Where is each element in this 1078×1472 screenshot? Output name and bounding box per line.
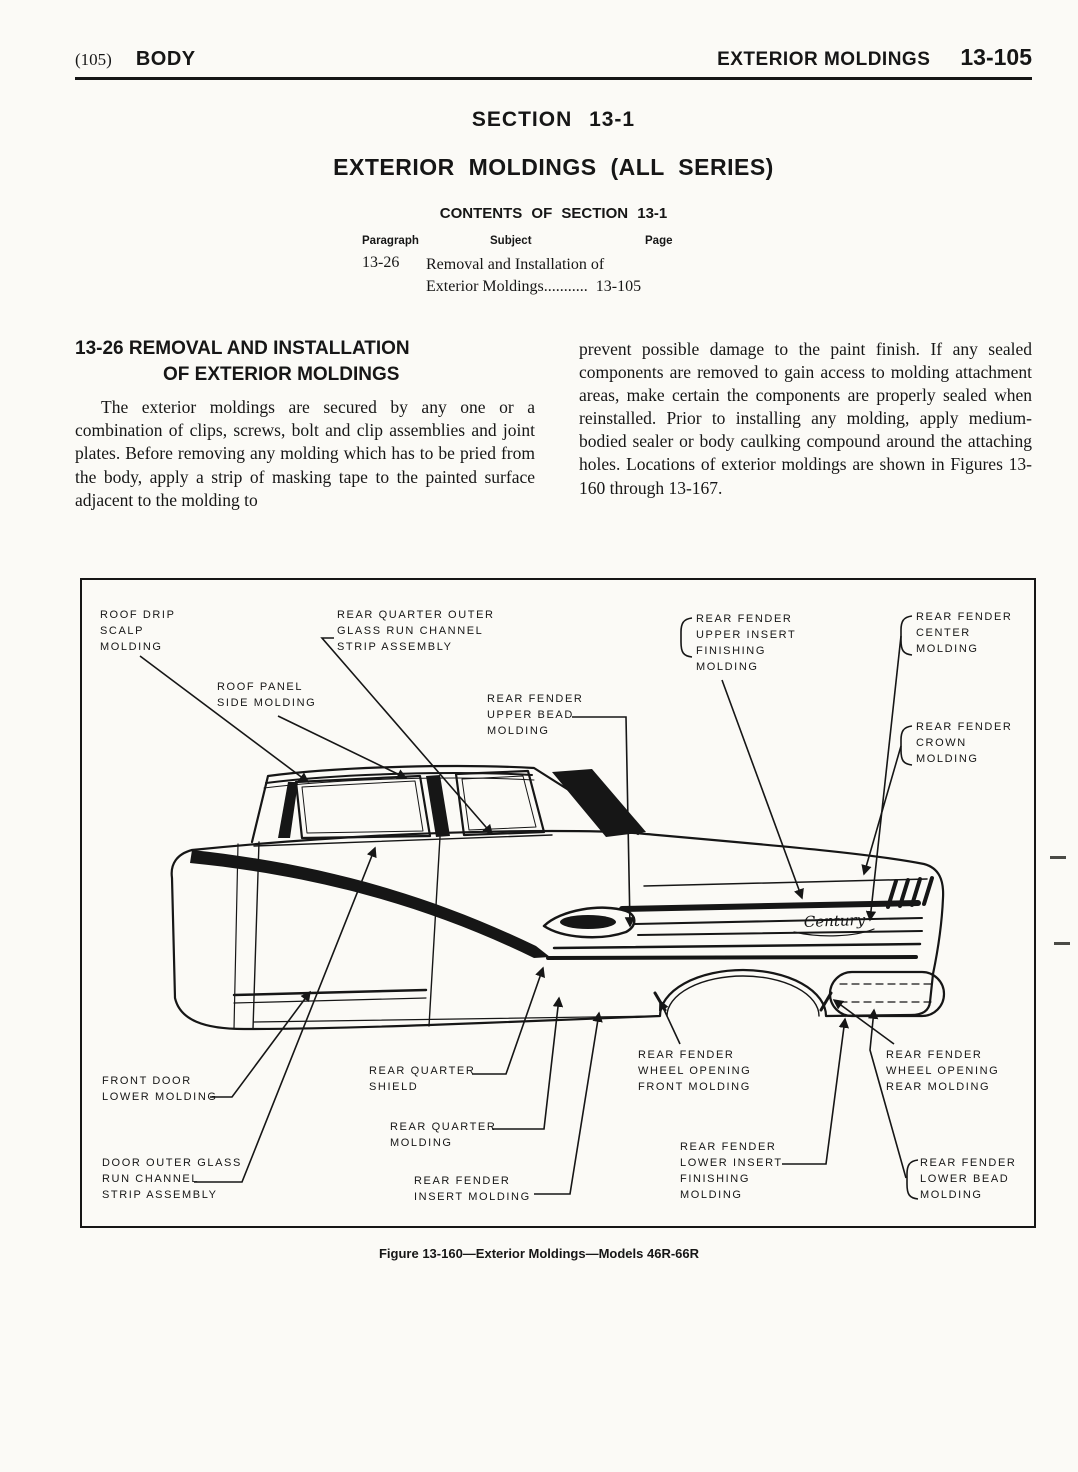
figure-illustration: Century bbox=[139, 615, 946, 1200]
label-front-door-lower-molding: FRONT DOOR LOWER MOLDING bbox=[102, 1075, 218, 1103]
contents-row-subject-line2: Exterior Moldings........... bbox=[426, 278, 588, 295]
label-rear-quarter-outer-glass-run-channel-strip-assembly: REAR QUARTER OUTER GLASS RUN CHANNEL STR… bbox=[337, 609, 495, 653]
contents-row: 13-26 Removal and Installation of Exteri… bbox=[362, 254, 1032, 298]
contents-heading: CONTENTS OF SECTION 13-1 bbox=[439, 205, 668, 222]
label-rear-fender-lower-bead-molding: REAR FENDER LOWER BEAD MOLDING bbox=[920, 1157, 1017, 1201]
page-number-left: (105) bbox=[75, 50, 112, 69]
contents-col-subject: Subject bbox=[490, 235, 532, 247]
contents-column-headers: Paragraph Subject Page bbox=[362, 235, 1032, 247]
leader-front-door-lower bbox=[210, 990, 311, 1098]
label-rear-fender-upper-insert-finishing-molding: REAR FENDER UPPER INSERT FINISHING MOLDI… bbox=[696, 613, 797, 673]
label-rear-fender-crown-molding: REAR FENDER CROWN MOLDING bbox=[916, 721, 1013, 765]
leader-roof-panel-side bbox=[277, 715, 408, 779]
article-heading-line2: OF EXTERIOR MOLDINGS bbox=[163, 363, 400, 385]
margin-tick bbox=[1054, 942, 1070, 945]
page-content: (105) BODY EXTERIOR MOLDINGS 13-105 SECT… bbox=[75, 44, 1032, 512]
leader-wheel-opening-rear bbox=[832, 999, 895, 1045]
header-right: EXTERIOR MOLDINGS 13-105 bbox=[717, 44, 1032, 71]
car-side-view: Century bbox=[170, 764, 946, 1031]
paragraph-right: prevent possible damage to the paint fin… bbox=[579, 339, 1032, 498]
rear-fender-hash-marks bbox=[886, 876, 934, 909]
b-pillar bbox=[426, 775, 450, 837]
section-title: SECTION 13-1 bbox=[471, 108, 636, 131]
front-door-lower-molding-line bbox=[232, 988, 428, 997]
label-rear-fender-wheel-opening-rear-molding: REAR FENDER WHEEL OPENING REAR MOLDING bbox=[886, 1049, 1000, 1093]
label-rear-fender-wheel-opening-front-molding: REAR FENDER WHEEL OPENING FRONT MOLDING bbox=[638, 1049, 752, 1093]
quarter-window bbox=[454, 769, 546, 837]
leader-lower-insert bbox=[782, 1017, 850, 1165]
article-heading: 13-26 REMOVAL AND INSTALLATION OF EXTERI… bbox=[75, 336, 535, 387]
label-rear-fender-center-molding: REAR FENDER CENTER MOLDING bbox=[916, 611, 1013, 655]
article-heading-line1: 13-26 REMOVAL AND INSTALLATION bbox=[75, 338, 410, 359]
leader-crown-molding bbox=[861, 745, 902, 876]
belt-molding-line bbox=[253, 834, 553, 847]
header-chapter-title: EXTERIOR MOLDINGS bbox=[717, 49, 931, 70]
contents-row-subject-line1: Removal and Installation of bbox=[426, 256, 605, 273]
article-columns: 13-26 REMOVAL AND INSTALLATION OF EXTERI… bbox=[75, 336, 1032, 512]
bracket-upper-insert bbox=[680, 617, 693, 658]
leader-insert-molding bbox=[534, 1011, 603, 1195]
upper-bead-molding bbox=[619, 900, 921, 912]
label-rear-quarter-shield: REAR QUARTER SHIELD bbox=[369, 1065, 476, 1093]
label-roof-panel-side-molding: ROOF PANEL SIDE MOLDING bbox=[217, 681, 317, 709]
header-left: (105) BODY bbox=[75, 48, 196, 71]
page-header: (105) BODY EXTERIOR MOLDINGS 13-105 bbox=[75, 44, 1032, 80]
bracket-center-molding bbox=[900, 615, 913, 656]
article-column-left: 13-26 REMOVAL AND INSTALLATION OF EXTERI… bbox=[75, 336, 535, 512]
c-pillar-band bbox=[552, 769, 646, 837]
leader-lines bbox=[139, 615, 919, 1200]
header-section-name: BODY bbox=[135, 48, 196, 70]
quarter-shield-bar bbox=[560, 915, 616, 929]
section-subtitle: EXTERIOR MOLDINGS (ALL SERIES) bbox=[333, 154, 774, 180]
leader-upper-insert bbox=[721, 679, 804, 900]
center-molding-line bbox=[633, 917, 923, 925]
contents-row-subject: Removal and Installation of Exterior Mol… bbox=[426, 254, 641, 298]
contents-col-paragraph: Paragraph bbox=[362, 235, 419, 247]
vent-window bbox=[278, 782, 298, 838]
car-roof-line bbox=[250, 764, 640, 844]
leader-roof-drip bbox=[139, 655, 310, 783]
upper-insert-molding bbox=[643, 878, 928, 887]
contents-table: Paragraph Subject Page 13-26 Removal and… bbox=[362, 235, 1032, 298]
leader-rear-quarter-molding bbox=[492, 996, 564, 1130]
sweep-spear-molding bbox=[190, 850, 550, 958]
bracket-crown-molding bbox=[900, 725, 913, 766]
label-rear-fender-insert-molding: REAR FENDER INSERT MOLDING bbox=[414, 1175, 531, 1203]
figure-caption: Figure 13-160—Exterior Moldings—Models 4… bbox=[378, 1246, 700, 1261]
leader-rear-quarter-shield bbox=[472, 966, 545, 1075]
leader-wheel-opening-front bbox=[659, 999, 681, 1045]
label-rear-fender-lower-insert-finishing-molding: REAR FENDER LOWER INSERT FINISHING MOLDI… bbox=[680, 1141, 783, 1201]
door-window bbox=[294, 774, 432, 840]
label-roof-drip-scalp-molding: ROOF DRIP SCALP MOLDING bbox=[100, 609, 176, 653]
leader-lower-bead bbox=[867, 1008, 907, 1179]
leader-center-molding bbox=[865, 635, 902, 922]
century-script: Century bbox=[804, 911, 866, 931]
leader-upper-bead bbox=[572, 716, 636, 928]
rear-wheel-opening-molding bbox=[666, 975, 820, 1017]
label-door-outer-glass-run-channel-strip-assembly: DOOR OUTER GLASS RUN CHANNEL STRIP ASSEM… bbox=[102, 1157, 242, 1201]
contents-col-page: Page bbox=[645, 235, 673, 247]
contents-row-paragraph: 13-26 bbox=[362, 254, 400, 271]
header-page-number: 13-105 bbox=[960, 44, 1032, 70]
lower-bead-molding bbox=[546, 955, 918, 960]
leader-rear-quarter-outer-glass bbox=[320, 637, 494, 836]
bracket-lower-bead bbox=[906, 1159, 919, 1200]
margin-tick bbox=[1050, 856, 1066, 859]
contents-row-page: 13-105 bbox=[595, 278, 642, 295]
label-rear-quarter-molding: REAR QUARTER MOLDING bbox=[390, 1121, 497, 1149]
leader-door-outer-glass bbox=[194, 846, 377, 1183]
rear-bumper-pod bbox=[828, 970, 946, 1018]
label-rear-fender-upper-bead-molding: REAR FENDER UPPER BEAD MOLDING bbox=[487, 693, 584, 737]
figure-13-160: Century bbox=[80, 578, 1036, 1228]
article-column-right: prevent possible damage to the paint fin… bbox=[579, 336, 1032, 512]
rocker-line bbox=[253, 1015, 659, 1023]
paragraph-left: The exterior moldings are secured by any… bbox=[75, 397, 535, 510]
